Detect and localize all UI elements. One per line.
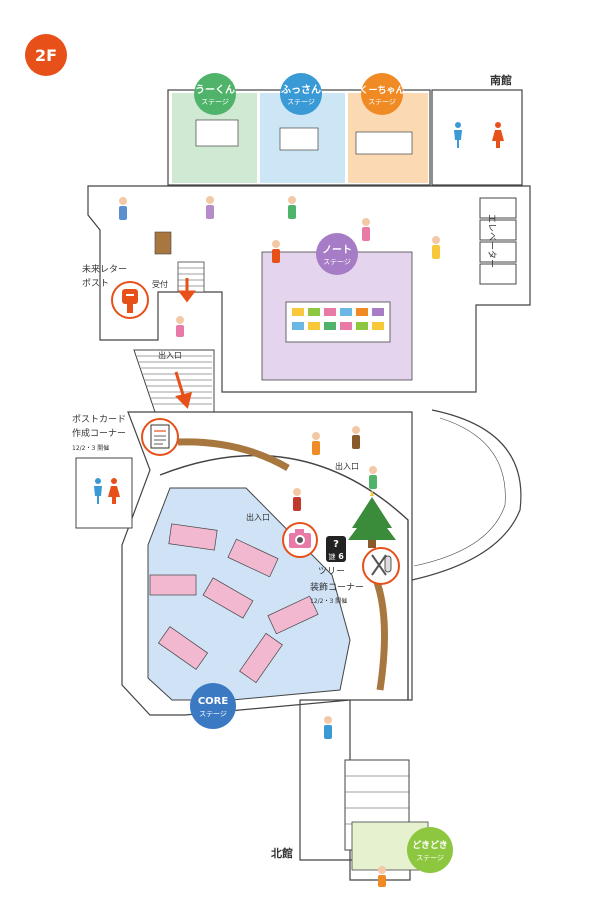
mystery-label: 謎 [329, 552, 336, 561]
stage-badge-sub: ステージ [323, 258, 351, 266]
person [432, 236, 440, 259]
stage-badge-sub: ステージ [368, 98, 396, 106]
south-building-label: 南館 [490, 73, 512, 87]
stage-tables [195, 119, 413, 155]
note-stage-table [285, 301, 391, 343]
photo-spot-marker[interactable] [282, 522, 318, 558]
stage-badge-kuuchan[interactable]: くーちゃん ステージ [359, 73, 405, 115]
tree-label-line1: ツリー [318, 567, 345, 577]
christmas-tree-icon [348, 490, 396, 548]
stage-badge-name: くーちゃん [359, 85, 404, 96]
postcard-marker[interactable] [141, 418, 179, 456]
north-building-label: 北館 [271, 846, 293, 860]
stage-badge-sub: ステージ [201, 98, 229, 106]
person [378, 866, 386, 887]
tree-date-label: 12/2・3 開催 [310, 597, 347, 605]
stage-badge-note[interactable]: ノート ステージ [316, 233, 358, 275]
stage-badge-dokidoki[interactable]: どきどき ステージ [407, 827, 453, 873]
lower-floor [75, 409, 522, 881]
stage-badge-name: ふっさん [281, 84, 321, 96]
tree-corner-marker[interactable] [362, 547, 400, 585]
mystery-number: 6 [338, 552, 344, 561]
person [272, 240, 280, 263]
floor-badge-label: 2F [35, 46, 57, 65]
person [362, 218, 370, 241]
toilet-icon [94, 478, 120, 504]
entrance-label: 出入口 [246, 512, 270, 522]
yoga-mats [149, 523, 319, 684]
entrance-label: 出入口 [335, 461, 359, 471]
person [119, 197, 127, 220]
tree-label-line2: 装飾コーナー [310, 581, 364, 593]
person [206, 196, 214, 219]
letter-post-marker[interactable] [111, 281, 149, 319]
svg-text:エレベーター: エレベーター [486, 214, 497, 268]
person [288, 196, 296, 219]
direction-arrows [174, 278, 196, 409]
stage-badge-uukun[interactable]: うーくん ステージ [194, 73, 236, 115]
person [293, 488, 301, 511]
stage-badge-name: どきどき [412, 839, 447, 851]
stage-badge-sub: ステージ [416, 854, 444, 862]
letter-post-label-line1: 未来レター [82, 263, 127, 275]
mystery-marker[interactable]: ? 謎 6 [326, 536, 346, 562]
stage-badge-core[interactable]: CORE ステージ [190, 683, 236, 729]
stage-badge-fussan[interactable]: ふっさん ステージ [280, 73, 322, 115]
stage-badge-name: うーくん [195, 84, 235, 96]
person [352, 426, 360, 449]
scissors-icon [371, 554, 392, 576]
question-icon: ? [333, 539, 339, 550]
toilet-icon [454, 122, 504, 148]
stage-badge-name: ノート [322, 244, 352, 256]
stage-badge-sub: ステージ [199, 710, 227, 718]
visitors [119, 196, 440, 887]
reception-desk [154, 231, 172, 255]
document-icon [150, 424, 170, 449]
person [324, 716, 332, 739]
stage-badge-sub: ステージ [287, 98, 315, 106]
postcard-date-label: 12/2・3 開催 [72, 444, 109, 452]
entrance-label: 出入口 [158, 350, 182, 360]
camera-icon [289, 529, 311, 548]
stage-badge-name: CORE [198, 696, 229, 707]
elevator-shafts [479, 197, 517, 285]
mailbox-icon [122, 289, 138, 313]
person [369, 466, 377, 489]
letter-post-label-line2: ポスト [82, 278, 109, 289]
floor-badge: 2F [25, 34, 67, 76]
person [176, 316, 184, 337]
postcard-label-line1: ポストカード [72, 414, 126, 425]
person [312, 432, 320, 455]
postcard-label-line2: 作成コーナー [72, 427, 126, 439]
reception-label: 受付 [152, 279, 168, 289]
reception-stair [177, 261, 205, 293]
elevator-label: エレベーター [486, 214, 497, 268]
